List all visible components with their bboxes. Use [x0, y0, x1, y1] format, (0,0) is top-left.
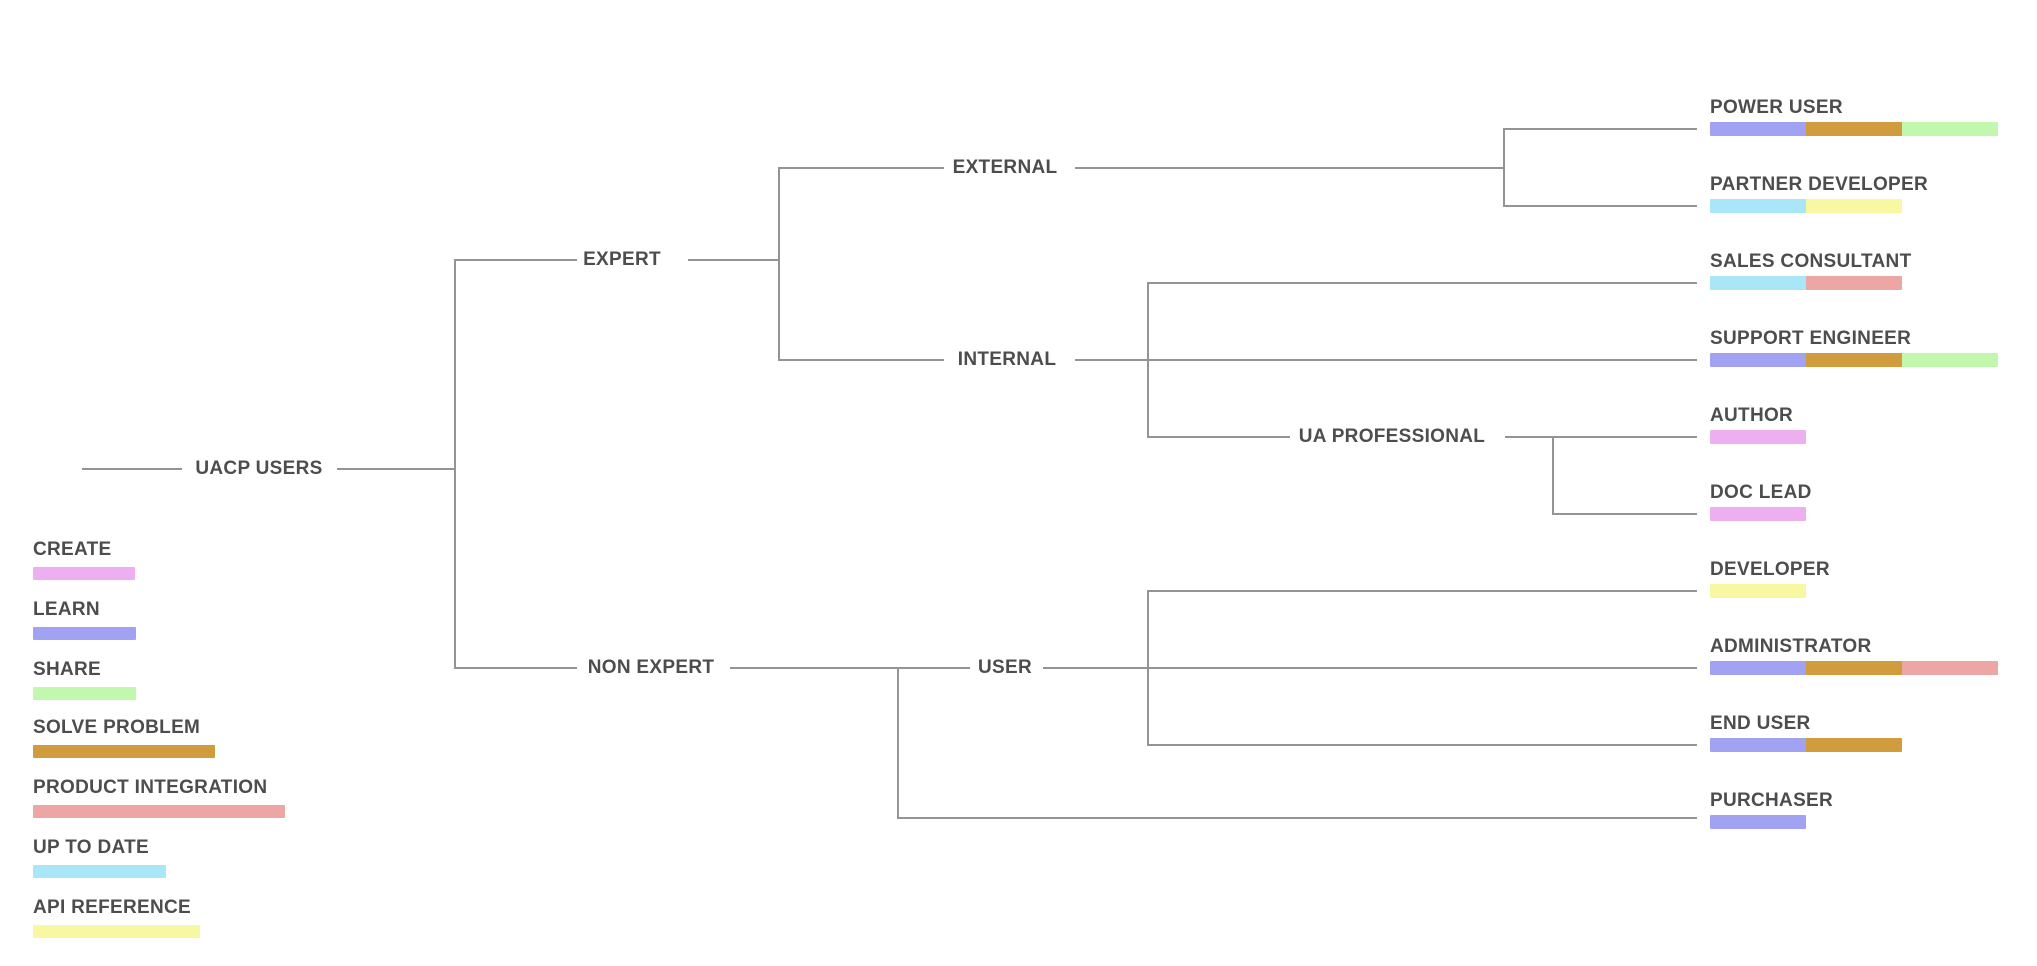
tag-segment-product-integration	[1902, 661, 1998, 675]
tree-connector-line	[1505, 436, 1697, 438]
leaf-node-label-author: AUTHOR	[1710, 405, 1794, 426]
leaf-node-label-partner-developer: PARTNER DEVELOPER	[1710, 174, 1928, 195]
legend-label-product-integration: PRODUCT INTEGRATION	[33, 777, 268, 798]
tree-connector-line	[82, 468, 182, 470]
legend-label-api-reference: API REFERENCE	[33, 897, 192, 918]
tree-connector-line	[1147, 436, 1290, 438]
tree-node-label-expert: EXPERT	[583, 249, 661, 270]
tree-connector-line	[1075, 167, 1504, 169]
tag-segment-share	[1902, 122, 1998, 136]
legend-label-solve-problem: SOLVE PROBLEM	[33, 717, 201, 738]
tree-node-label-external: EXTERNAL	[952, 157, 1058, 178]
leaf-tag-bar-power-user	[1710, 122, 1998, 136]
legend-swatch-product-integration	[33, 805, 285, 818]
tree-node-label-uacp-users: UACP USERS	[195, 458, 323, 479]
leaf-node-label-end-user: END USER	[1710, 713, 1811, 734]
tag-segment-api-reference	[1710, 584, 1806, 598]
leaf-node-label-support-engineer: SUPPORT ENGINEER	[1710, 328, 1912, 349]
tree-connector-line	[688, 259, 779, 261]
tree-connector-line	[1147, 590, 1149, 746]
tree-connector-line	[1147, 282, 1697, 284]
tree-connector-line	[730, 667, 898, 669]
tree-connector-line	[778, 167, 780, 361]
leaf-tag-bar-administrator	[1710, 661, 1998, 675]
tag-segment-solve-problem	[1806, 353, 1902, 367]
tag-segment-learn	[1710, 122, 1806, 136]
tree-connector-line	[778, 167, 944, 169]
tag-segment-solve-problem	[1806, 122, 1902, 136]
tree-connector-line	[455, 259, 577, 261]
tag-segment-learn	[1710, 661, 1806, 675]
tree-connector-line	[1147, 282, 1149, 438]
leaf-node-label-sales-consultant: SALES CONSULTANT	[1710, 251, 1912, 272]
tree-node-label-user: USER	[978, 657, 1032, 678]
tree-connector-line	[897, 667, 970, 669]
leaf-node-label-purchaser: PURCHASER	[1710, 790, 1834, 811]
legend-swatch-create	[33, 567, 135, 580]
legend-swatch-learn	[33, 627, 136, 640]
tree-connector-line	[1503, 128, 1505, 207]
leaf-node-label-administrator: ADMINISTRATOR	[1710, 636, 1872, 657]
tree-node-label-ua-professional: UA PROFESSIONAL	[1298, 426, 1486, 447]
tree-connector-line	[454, 259, 456, 669]
leaf-tag-bar-end-user	[1710, 738, 1902, 752]
leaf-tag-bar-purchaser	[1710, 815, 1806, 829]
leaf-tag-bar-partner-developer	[1710, 199, 1902, 213]
legend-swatch-share	[33, 687, 136, 700]
legend-swatch-up-to-date	[33, 865, 166, 878]
tag-segment-solve-problem	[1806, 661, 1902, 675]
legend-label-share: SHARE	[33, 659, 102, 680]
tree-connector-line	[455, 667, 577, 669]
tree-connector-line	[1147, 667, 1697, 669]
leaf-node-label-power-user: POWER USER	[1710, 97, 1843, 118]
tag-segment-product-integration	[1806, 276, 1902, 290]
tree-connector-line	[1043, 667, 1148, 669]
tree-connector-line	[1503, 128, 1697, 130]
leaf-tag-bar-author	[1710, 430, 1806, 444]
tree-connector-line	[897, 667, 899, 819]
tree-connector-line	[1503, 205, 1697, 207]
leaf-tag-bar-developer	[1710, 584, 1806, 598]
tag-segment-create	[1710, 430, 1806, 444]
tree-connector-line	[897, 817, 1697, 819]
leaf-tag-bar-support-engineer	[1710, 353, 1998, 367]
legend-label-learn: LEARN	[33, 599, 100, 620]
tree-connector-line	[1552, 513, 1697, 515]
tree-connector-line	[337, 468, 456, 470]
tree-connector-line	[1147, 744, 1697, 746]
tag-segment-learn	[1710, 738, 1806, 752]
tree-connector-line	[1552, 436, 1554, 515]
tag-segment-solve-problem	[1806, 738, 1902, 752]
legend-swatch-solve-problem	[33, 745, 215, 758]
tree-connector-line	[1147, 590, 1697, 592]
tag-segment-learn	[1710, 353, 1806, 367]
legend-label-up-to-date: UP TO DATE	[33, 837, 149, 858]
tree-connector-line	[1075, 359, 1148, 361]
leaf-tag-bar-doc-lead	[1710, 507, 1806, 521]
leaf-node-label-doc-lead: DOC LEAD	[1710, 482, 1812, 503]
tree-connector-line	[1147, 359, 1697, 361]
tag-segment-create	[1710, 507, 1806, 521]
legend-swatch-api-reference	[33, 925, 200, 938]
tag-segment-learn	[1710, 815, 1806, 829]
tag-segment-up-to-date	[1710, 199, 1806, 213]
tree-connector-line	[778, 359, 944, 361]
legend-label-create: CREATE	[33, 539, 112, 560]
tree-node-label-internal: INTERNAL	[957, 349, 1057, 370]
tag-segment-up-to-date	[1710, 276, 1806, 290]
tree-node-label-non-expert: NON EXPERT	[587, 657, 715, 678]
leaf-node-label-developer: DEVELOPER	[1710, 559, 1830, 580]
tag-segment-api-reference	[1806, 199, 1902, 213]
tag-segment-share	[1902, 353, 1998, 367]
leaf-tag-bar-sales-consultant	[1710, 276, 1902, 290]
